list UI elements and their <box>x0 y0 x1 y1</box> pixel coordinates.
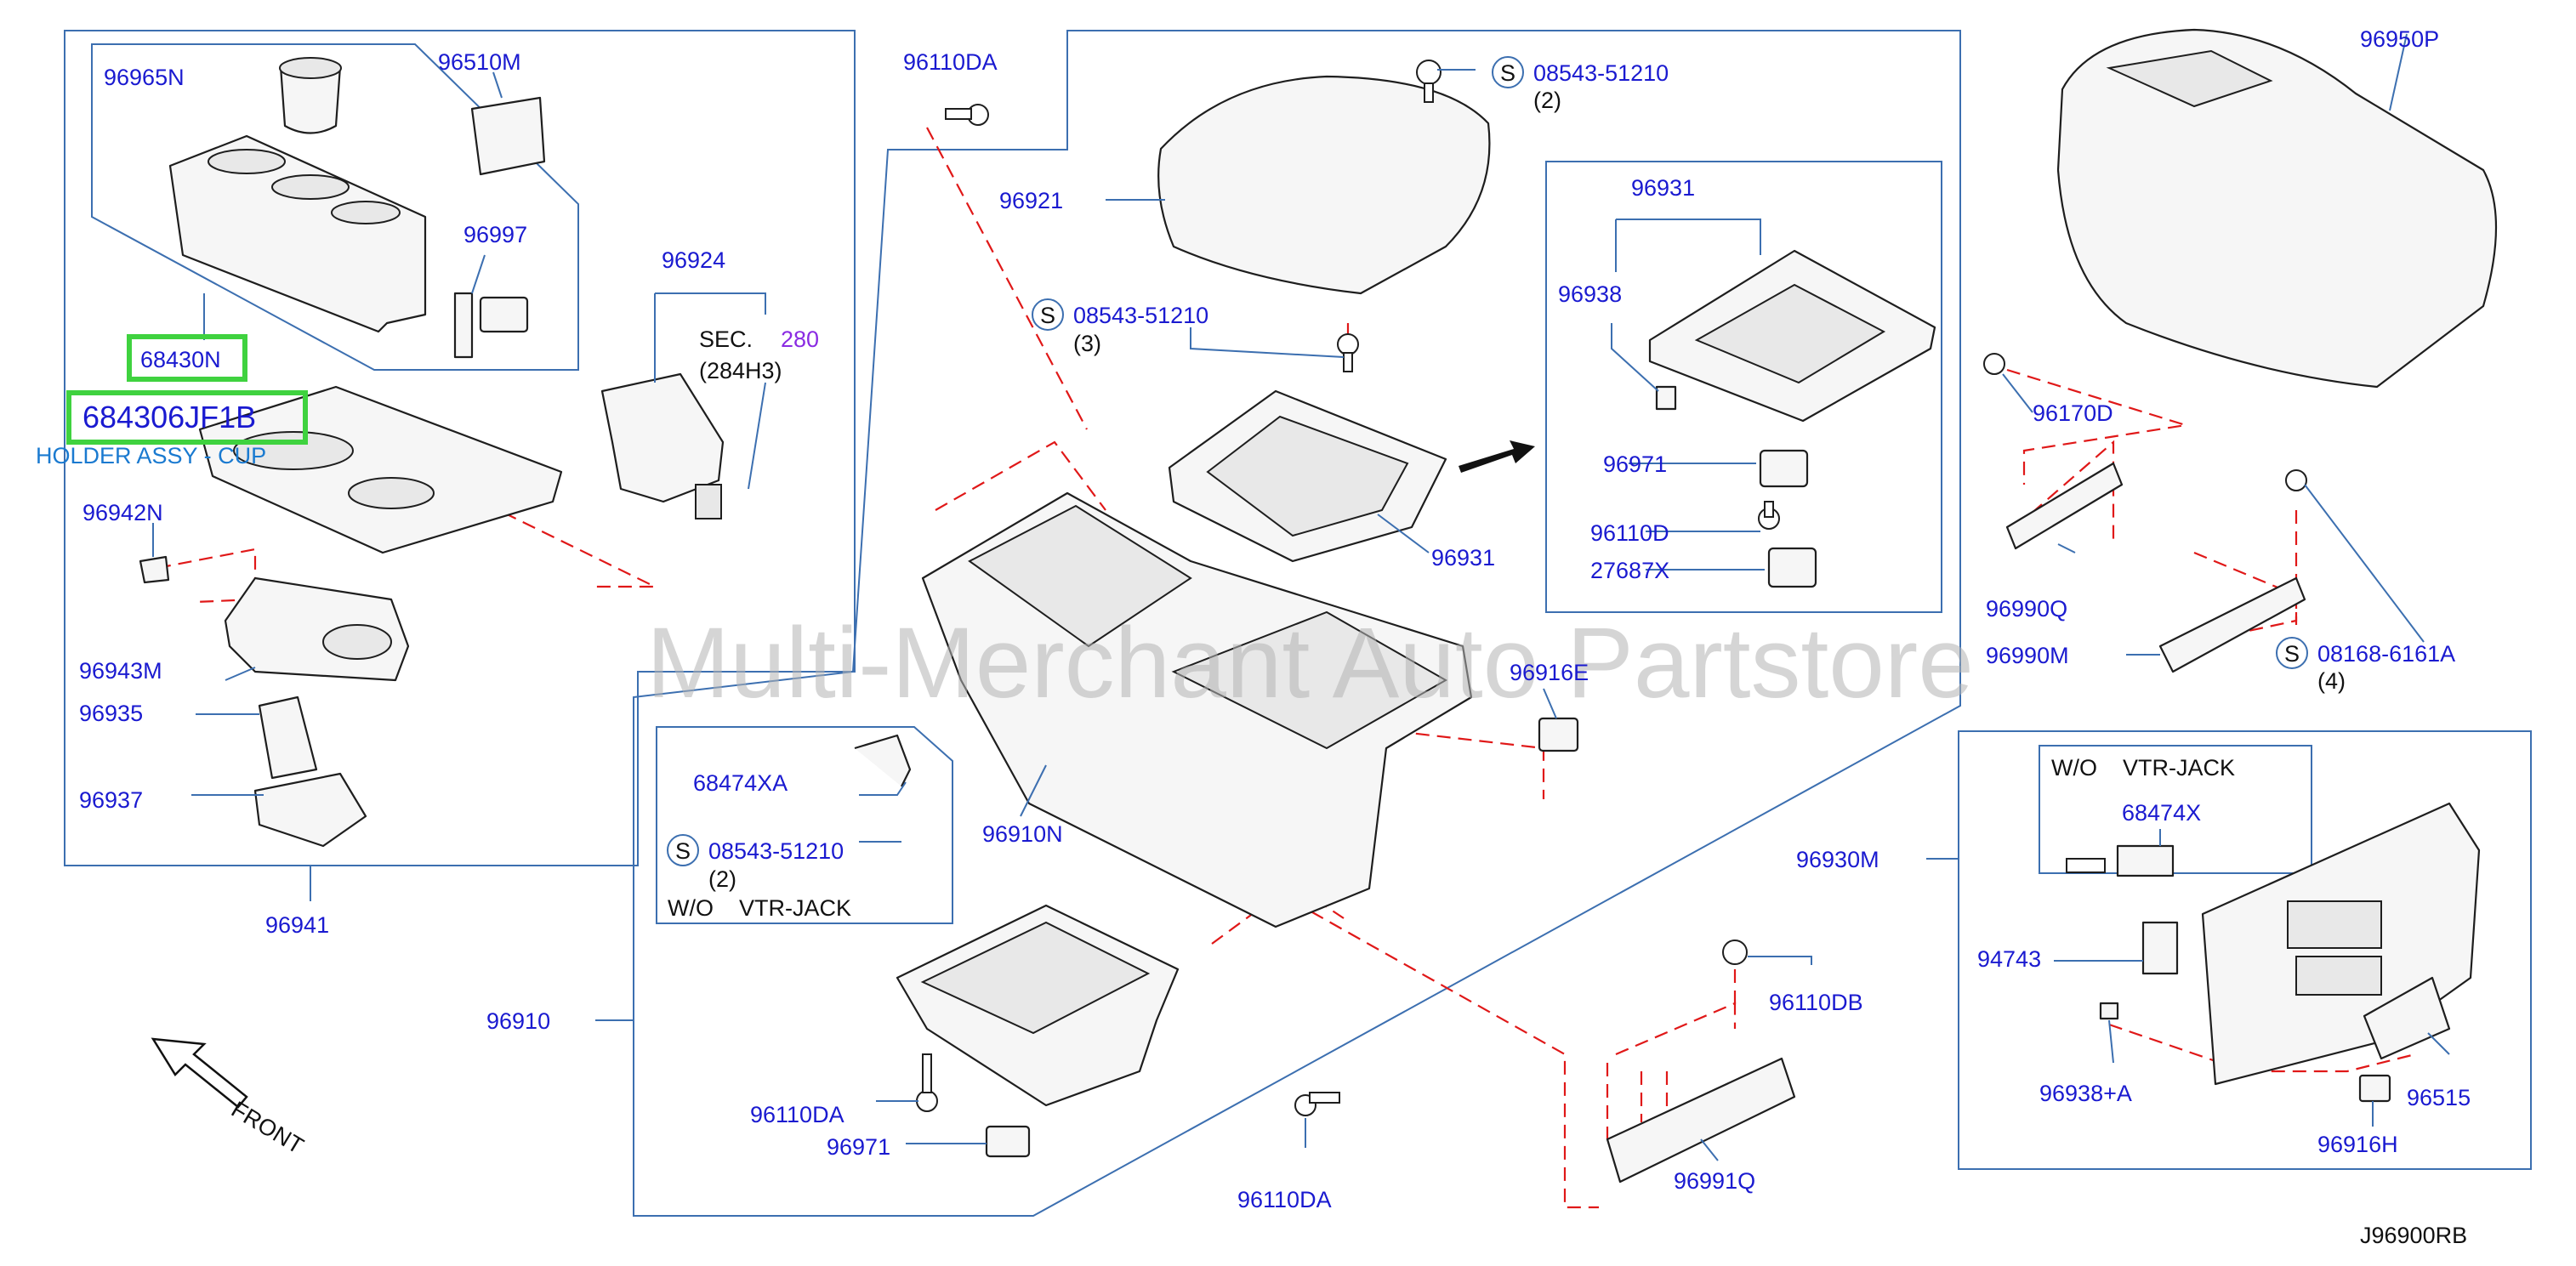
part-label-68430n[interactable]: 68430N <box>140 347 221 372</box>
part-label-96950p[interactable]: 96950P <box>2360 26 2439 52</box>
console-lid-96950p-shape <box>2056 28 2498 389</box>
part-label-96941[interactable]: 96941 <box>265 912 329 938</box>
part-label-96990q[interactable]: 96990Q <box>1986 596 2067 622</box>
boot-96935-shape <box>258 695 318 780</box>
vtr-jack-note-left: W/O VTR-JACK <box>668 895 851 921</box>
group-box-main-console <box>633 30 1961 1217</box>
jack-94743-shape <box>2141 921 2179 975</box>
part-label-96931-left[interactable]: 96931 <box>1431 545 1495 571</box>
bracket-68474x-shape <box>2116 844 2175 877</box>
part-label-96916e[interactable]: 96916E <box>1510 660 1589 685</box>
bracket-96990m-shape <box>2158 576 2306 673</box>
part-label-96110da-mid[interactable]: 96110DA <box>750 1102 844 1127</box>
qty-2-lower: (2) <box>708 866 736 892</box>
part-label-96990m[interactable]: 96990M <box>1986 643 2069 668</box>
group-box-cup-holder <box>64 30 856 866</box>
clip-96916e-shape <box>1538 717 1579 752</box>
part-label-96943m[interactable]: 96943M <box>79 658 162 684</box>
part-label-96971-right[interactable]: 96971 <box>1603 451 1667 477</box>
cup-insert-shape <box>279 65 342 134</box>
part-label-96935[interactable]: 96935 <box>79 701 143 726</box>
front-arrow: FRONT <box>151 1037 308 1159</box>
clip-96938-shape <box>1655 385 1677 411</box>
highlight-box-684306jf1b <box>66 390 308 445</box>
arrow-shape <box>1459 440 1535 473</box>
part-label-96971-left[interactable]: 96971 <box>827 1134 890 1160</box>
group-box-lid-parts <box>1545 161 1942 613</box>
group-box-vtr-jack <box>2039 745 2312 874</box>
qty-4: (4) <box>2317 668 2346 694</box>
part-label-96515[interactable]: 96515 <box>2407 1085 2471 1110</box>
bracket-96937-shape <box>253 772 367 848</box>
part-label-96931-right[interactable]: 96931 <box>1631 175 1695 201</box>
bracket-96991q-shape <box>1606 1057 1796 1184</box>
part-label-96997[interactable]: 96997 <box>463 222 527 247</box>
part-label-96910n[interactable]: 96910N <box>982 821 1063 847</box>
switch-96997-shape <box>479 296 529 333</box>
part-label-96991q[interactable]: 96991Q <box>1674 1168 1755 1194</box>
leader-lines <box>152 33 2450 1161</box>
part-label-96938a[interactable]: 96938+A <box>2039 1081 2132 1106</box>
part-number-684306jf1b[interactable]: 684306JF1B <box>82 400 256 434</box>
drawing-code: J96900RB <box>2360 1223 2467 1248</box>
bracket-68474xa-shape <box>854 734 912 787</box>
cup-holder-tray-shape <box>168 134 427 333</box>
part-label-96916h[interactable]: 96916H <box>2317 1132 2398 1157</box>
part-label-08543-top[interactable]: 08543-51210 <box>1533 60 1669 86</box>
watermark: Multi-Merchant Auto Partstore <box>646 607 1974 719</box>
part-label-96510m[interactable]: 96510M <box>438 49 521 75</box>
group-box-rear-panel <box>1958 730 2532 1170</box>
armrest-lid-shape <box>1157 75 1491 295</box>
part-label-08168[interactable]: 08168-6161A <box>2317 641 2455 667</box>
group-box-inner-holder <box>91 43 579 371</box>
part-label-96930m[interactable]: 96930M <box>1796 847 1879 872</box>
part-shapes <box>139 28 2498 1184</box>
screw-symbols: S S S S <box>667 56 2308 866</box>
qty-2-top: (2) <box>1533 88 1561 113</box>
clip-96942n-shape <box>139 555 170 584</box>
part-label-96110da-bottom[interactable]: 96110DA <box>1237 1187 1332 1212</box>
sec-sub: (284H3) <box>699 358 782 383</box>
screw-symbol: S <box>2284 641 2300 667</box>
part-label-96921[interactable]: 96921 <box>999 188 1063 213</box>
part-label-08543-mid[interactable]: 08543-51210 <box>1073 303 1208 328</box>
screw-symbol: S <box>675 838 691 864</box>
part-label-96937[interactable]: 96937 <box>79 787 143 813</box>
vtr-jack-note-right: W/O VTR-JACK <box>2051 755 2235 781</box>
bracket-96510m-shape <box>470 96 546 176</box>
part-label-08543-lower[interactable]: 08543-51210 <box>708 838 844 864</box>
part-label-68474x[interactable]: 68474X <box>2122 800 2201 826</box>
holder-96924-shape <box>600 372 725 503</box>
highlight-box-68430n <box>127 334 247 382</box>
front-label: FRONT <box>227 1096 308 1159</box>
console-finisher-shape <box>198 385 563 554</box>
switch-27687x-shape <box>1767 547 1817 588</box>
part-label-68474xa[interactable]: 68474XA <box>693 770 788 796</box>
part-label-96938[interactable]: 96938 <box>1558 281 1622 307</box>
qty-3: (3) <box>1073 331 1101 356</box>
screw-symbol: S <box>1040 303 1055 328</box>
part-label-96910[interactable]: 96910 <box>486 1008 550 1034</box>
part-label-27687x[interactable]: 27687X <box>1590 558 1669 583</box>
screw-shape <box>1416 60 1442 85</box>
sec-number[interactable]: 280 <box>781 326 819 352</box>
part-description: HOLDER ASSY - CUP <box>36 443 266 468</box>
part-label-96110db[interactable]: 96110DB <box>1769 990 1863 1015</box>
part-label-96965n[interactable]: 96965N <box>104 65 185 90</box>
part-labels: 96965N 96510M 96997 96924 SEC. 280 (284H… <box>36 26 2471 1248</box>
part-label-96924[interactable]: 96924 <box>662 247 725 273</box>
clip-96971-shape <box>1759 449 1809 488</box>
group-box-bracket <box>656 726 953 924</box>
screw-symbol: S <box>1500 60 1515 86</box>
part-label-94743[interactable]: 94743 <box>1977 946 2041 972</box>
cover-96515-shape <box>2363 976 2451 1060</box>
part-label-96110d[interactable]: 96110D <box>1590 520 1669 546</box>
bracket-96990q-shape <box>2005 462 2124 550</box>
part-label-96110da-top[interactable]: 96110DA <box>903 49 998 75</box>
part-label-96170d[interactable]: 96170D <box>2033 400 2113 426</box>
sec-prefix: SEC. <box>699 326 753 352</box>
part-label-96942n[interactable]: 96942N <box>82 500 163 525</box>
